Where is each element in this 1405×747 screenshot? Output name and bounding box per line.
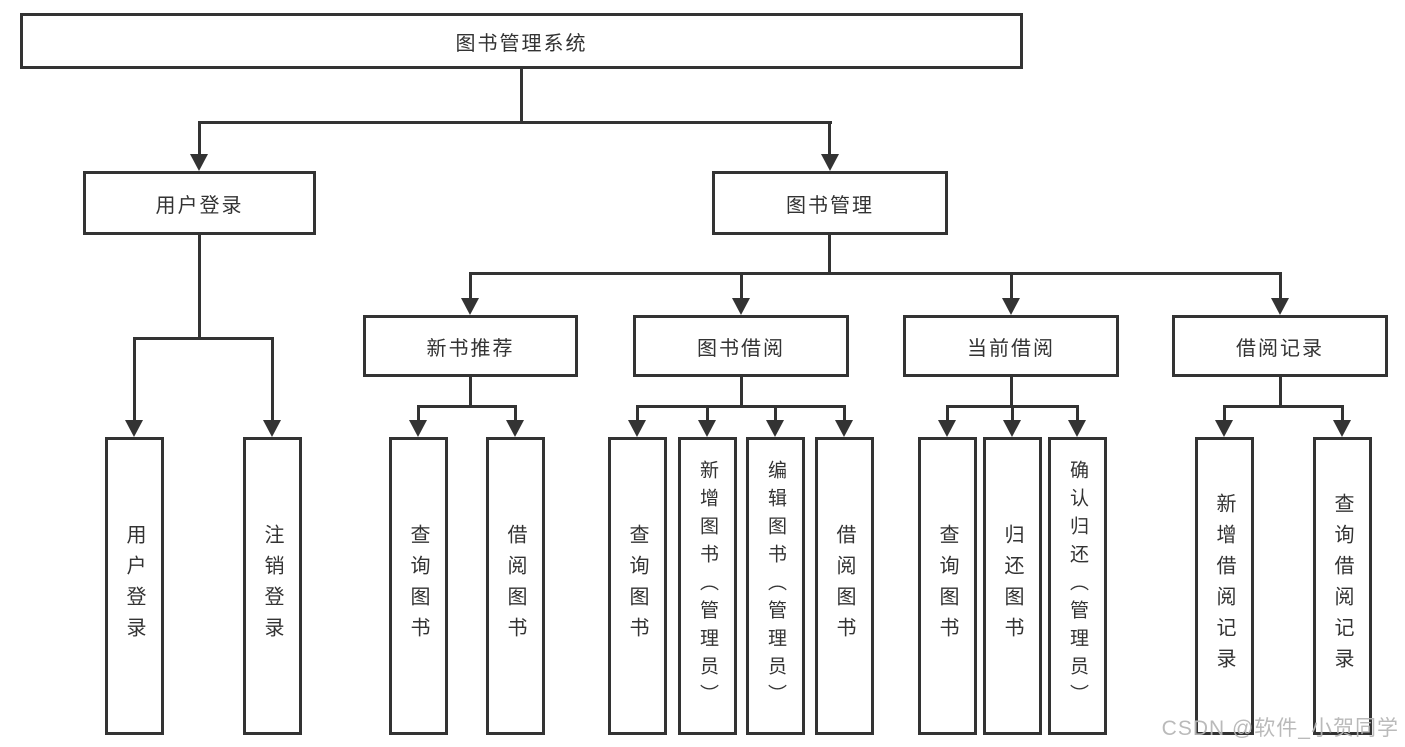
node-book-management: 图书管理 — [712, 171, 948, 235]
leaf-query-borrow-record: 查询借阅记录 — [1313, 437, 1372, 735]
connector-drop-book-mgmt — [828, 121, 831, 157]
leaf-logout: 注销登录 — [243, 437, 302, 735]
connector-newbook-rail — [417, 405, 517, 408]
leaf-borrow-book-1: 借阅图书 — [486, 437, 545, 735]
arrow-editbook — [766, 420, 784, 437]
leaf-edit-book-admin-label: 编辑图书（管理员） — [765, 460, 786, 712]
connector-root-rail — [198, 121, 832, 124]
leaf-confirm-return-admin: 确认归还（管理员） — [1048, 437, 1107, 735]
connector-root-stem — [520, 69, 523, 121]
connector-drop-query2 — [636, 405, 639, 421]
arrow-confirmreturn — [1068, 420, 1086, 437]
connector-drop-currentborrow — [1010, 272, 1013, 298]
connector-bookborrow-stem — [740, 377, 743, 407]
leaf-user-login-label: 用户登录 — [123, 524, 145, 648]
leaf-edit-book-admin: 编辑图书（管理员） — [746, 437, 805, 735]
arrow-query3 — [938, 420, 956, 437]
node-root: 图书管理系统 — [20, 13, 1023, 69]
arrow-query2 — [628, 420, 646, 437]
arrow-queryrecord — [1333, 420, 1351, 437]
leaf-borrow-book-1-label: 借阅图书 — [504, 524, 526, 648]
leaf-add-book-admin: 新增图书（管理员） — [678, 437, 737, 735]
leaf-user-login: 用户登录 — [105, 437, 164, 735]
connector-bookborrow-rail — [636, 405, 846, 408]
node-new-book-recommend-label: 新书推荐 — [426, 337, 515, 360]
leaf-borrow-book-2-label: 借阅图书 — [833, 524, 855, 648]
node-user-login-label: 用户登录 — [155, 194, 244, 217]
connector-drop-user-login — [198, 121, 201, 157]
arrow-borrow2 — [835, 420, 853, 437]
leaf-query-book-1-label: 查询图书 — [407, 524, 429, 648]
connector-drop-query1 — [417, 405, 420, 421]
leaf-confirm-return-admin-label: 确认归还（管理员） — [1067, 460, 1088, 712]
connector-drop-leaf-logout — [271, 337, 274, 421]
connector-drop-borrow2 — [843, 405, 846, 421]
watermark: CSDN @软件_小贺同学 — [1161, 717, 1399, 740]
connector-drop-bookborrow — [740, 272, 743, 298]
arrow-leaf-logout — [263, 420, 281, 437]
connector-drop-leaf-login — [133, 337, 136, 421]
arrow-book-mgmt — [821, 154, 839, 171]
arrow-addrecord — [1215, 420, 1233, 437]
connector-newbook-stem — [469, 377, 472, 407]
arrow-bookborrow — [732, 298, 750, 315]
arrow-newbook — [461, 298, 479, 315]
leaf-add-borrow-record-label: 新增借阅记录 — [1213, 493, 1235, 679]
connector-drop-editbook — [774, 405, 777, 421]
arrow-currentborrow — [1002, 298, 1020, 315]
connector-bookmgmt-stem — [828, 235, 831, 272]
node-borrow-records-label: 借阅记录 — [1236, 337, 1324, 360]
leaf-add-borrow-record: 新增借阅记录 — [1195, 437, 1254, 735]
connector-currentborrow-stem — [1010, 377, 1013, 407]
arrow-leaf-login — [125, 420, 143, 437]
node-current-borrow-label: 当前借阅 — [967, 337, 1055, 360]
connector-drop-newbook — [469, 272, 472, 298]
connector-drop-borrowrecords — [1279, 272, 1282, 298]
connector-drop-addbook — [706, 405, 709, 421]
arrow-user-login — [190, 154, 208, 171]
leaf-return-book: 归还图书 — [983, 437, 1042, 735]
leaf-return-book-label: 归还图书 — [1001, 524, 1023, 648]
connector-borrowrecords-rail — [1223, 405, 1344, 408]
connector-drop-queryrecord — [1341, 405, 1344, 421]
leaf-query-book-3: 查询图书 — [918, 437, 977, 735]
connector-borrowrecords-stem — [1279, 377, 1282, 407]
node-book-borrow: 图书借阅 — [633, 315, 849, 377]
leaf-logout-label: 注销登录 — [261, 524, 283, 648]
connector-drop-returnbook — [1011, 405, 1014, 421]
arrow-borrow1 — [506, 420, 524, 437]
connector-bookmgmt-rail — [469, 272, 1282, 275]
connector-userlogin-stem — [198, 235, 201, 337]
node-borrow-records: 借阅记录 — [1172, 315, 1388, 377]
leaf-query-book-2: 查询图书 — [608, 437, 667, 735]
leaf-add-book-admin-label: 新增图书（管理员） — [697, 460, 718, 712]
node-current-borrow: 当前借阅 — [903, 315, 1119, 377]
arrow-borrowrecords — [1271, 298, 1289, 315]
arrow-addbook — [698, 420, 716, 437]
connector-userlogin-rail — [133, 337, 274, 340]
leaf-query-book-2-label: 查询图书 — [626, 524, 648, 648]
connector-drop-addrecord — [1223, 405, 1226, 421]
node-book-management-label: 图书管理 — [786, 194, 874, 217]
connector-drop-borrow1 — [514, 405, 517, 421]
leaf-borrow-book-2: 借阅图书 — [815, 437, 874, 735]
leaf-query-book-3-label: 查询图书 — [936, 524, 958, 648]
arrow-returnbook — [1003, 420, 1021, 437]
connector-drop-query3 — [946, 405, 949, 421]
arrow-query1 — [409, 420, 427, 437]
node-book-borrow-label: 图书借阅 — [697, 337, 785, 360]
node-root-label: 图书管理系统 — [455, 32, 588, 55]
leaf-query-book-1: 查询图书 — [389, 437, 448, 735]
connector-drop-confirmreturn — [1076, 405, 1079, 421]
node-user-login: 用户登录 — [83, 171, 316, 235]
node-new-book-recommend: 新书推荐 — [363, 315, 578, 377]
leaf-query-borrow-record-label: 查询借阅记录 — [1331, 493, 1353, 679]
